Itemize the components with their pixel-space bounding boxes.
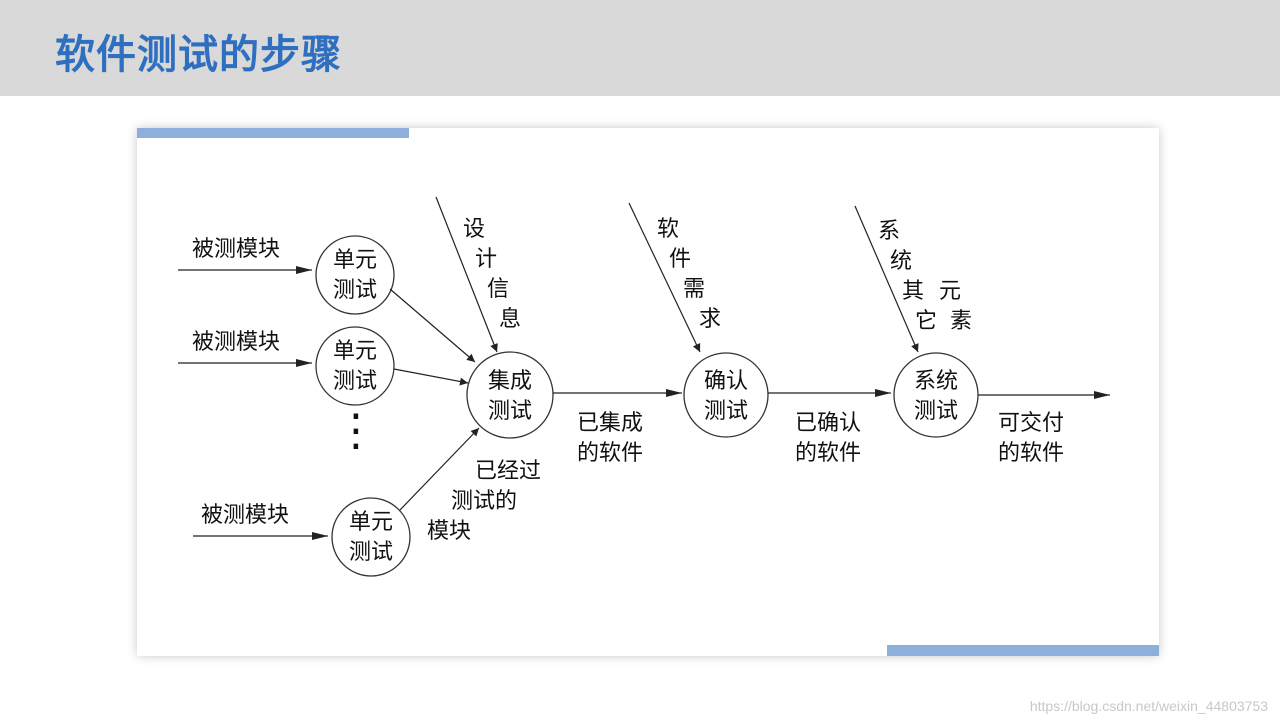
tested-modules-label-3: 模块 [427, 519, 471, 544]
system-other-char-4: 它 [915, 309, 937, 334]
unit-test-node-3 [331, 497, 411, 577]
validation-test-label-b: 测试 [704, 399, 748, 424]
validated-sw-label-2: 的软件 [795, 441, 861, 466]
watermark-text: https://blog.csdn.net/weixin_44803753 [1029, 698, 1268, 714]
integrated-sw-label-2: 的软件 [577, 441, 643, 466]
unit-test-label-2b: 测试 [333, 369, 377, 394]
ellipsis-dots: ⋮ [334, 405, 378, 456]
software-requirements-arrow [628, 202, 701, 353]
diagram-card [137, 128, 1159, 656]
system-other-char-1: 系 [878, 219, 900, 244]
unit-to-integration-arrow-1 [389, 288, 476, 363]
software-req-char-3: 需 [683, 277, 705, 302]
system-other-char-6: 素 [950, 309, 972, 334]
header-bar [0, 0, 1280, 96]
validation-test-label-a: 确认 [704, 369, 748, 394]
tested-module-label-3: 被测模块 [201, 503, 289, 528]
system-test-label-a: 系统 [914, 369, 958, 394]
validation-test-node [683, 352, 769, 438]
software-req-char-4: 求 [699, 307, 721, 332]
design-info-char-2: 计 [475, 247, 497, 272]
system-other-char-5: 元 [939, 279, 961, 304]
tested-modules-label-2: 测试的 [451, 489, 517, 514]
integration-test-label-b: 测试 [488, 399, 532, 424]
tested-module-label-2: 被测模块 [192, 330, 280, 355]
integration-test-label-a: 集成 [488, 369, 532, 394]
tested-modules-label-1: 已经过 [475, 459, 541, 484]
integrated-sw-label-1: 已集成 [577, 411, 643, 436]
system-elements-arrow [854, 205, 919, 353]
unit-to-integration-arrow-2 [393, 368, 469, 386]
system-other-char-3: 其 [902, 279, 924, 304]
unit-test-label-1b: 测试 [333, 278, 377, 303]
deliverable-sw-label-1: 可交付 [998, 411, 1064, 436]
deliverable-sw-label-2: 的软件 [998, 441, 1064, 466]
integration-test-node [466, 351, 554, 439]
design-info-char-1: 设 [463, 217, 485, 242]
page-title: 软件测试的步骤 [55, 32, 342, 78]
tested-module-label-1: 被测模块 [192, 237, 280, 262]
accent-bar-top [137, 128, 409, 138]
system-test-label-b: 测试 [914, 399, 958, 424]
unit-to-integration-arrow-3 [399, 427, 480, 511]
software-req-char-2: 件 [669, 247, 691, 272]
unit-test-node-1 [315, 235, 395, 315]
unit-test-node-2 [315, 326, 395, 406]
design-info-arrow [435, 196, 498, 353]
software-req-char-1: 软 [657, 217, 679, 242]
unit-test-label-3b: 测试 [349, 540, 393, 565]
design-info-char-3: 信 [487, 277, 509, 302]
system-other-char-2: 统 [890, 249, 912, 274]
unit-test-label-1a: 单元 [333, 248, 377, 273]
system-test-node [893, 352, 979, 438]
unit-test-label-3a: 单元 [349, 510, 393, 535]
design-info-char-4: 息 [499, 307, 521, 332]
accent-bar-bottom [887, 645, 1159, 656]
unit-test-label-2a: 单元 [333, 339, 377, 364]
validated-sw-label-1: 已确认 [795, 411, 861, 436]
